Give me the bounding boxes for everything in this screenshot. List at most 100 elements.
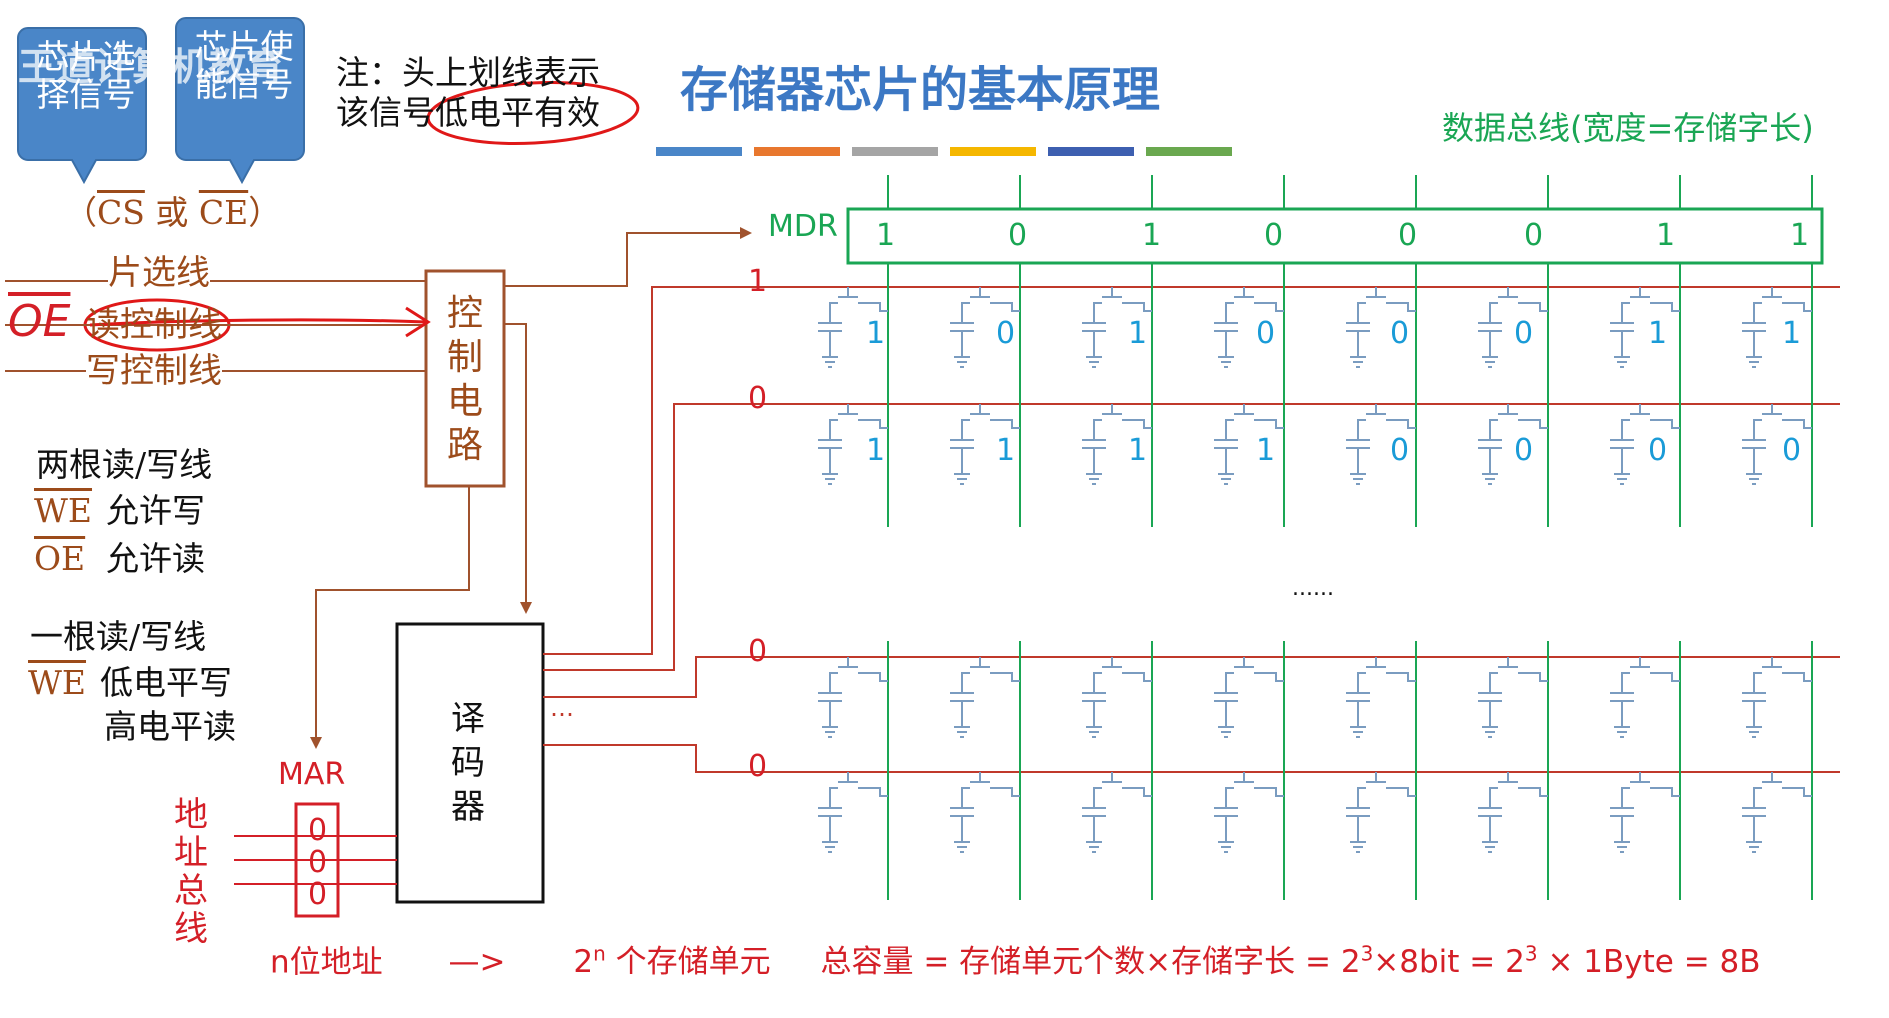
control-to-decoder-arrowhead — [520, 602, 532, 614]
cell-bit: 1 — [996, 433, 1016, 468]
formula-capacity: 总容量 = 存储单元个数×存储字长 = 23×8bit = 23 × 1Byte… — [821, 944, 1761, 980]
address-bus-char-1: 地 — [174, 795, 208, 835]
two-line-we-desc: 允许写 — [106, 491, 205, 530]
color-bar-segment — [754, 147, 840, 156]
memory-cell — [950, 772, 1020, 853]
formula-cells-base: 2 — [573, 944, 594, 981]
mar-bit-2: 0 — [308, 845, 328, 880]
color-bar-segment — [656, 147, 742, 156]
middle-ellipsis: ...... — [1292, 576, 1334, 601]
one-line-heading: 一根读/写线 — [30, 617, 207, 656]
mdr-box — [846, 207, 1824, 265]
formula-exp-1: 3 — [1360, 942, 1374, 966]
memory-cell — [1478, 287, 1548, 368]
one-line-low-desc: 低电平写 — [100, 663, 232, 702]
cell-bit: 0 — [1390, 433, 1410, 468]
decoder-char-2: 码 — [451, 743, 485, 783]
formula-exp-2: 3 — [1524, 942, 1538, 966]
one-line-we: WE — [28, 663, 87, 702]
one-line-high-desc: 高电平读 — [104, 707, 236, 746]
two-line-heading: 两根读/写线 — [36, 445, 213, 484]
control-circuit-char-4: 路 — [447, 425, 484, 466]
memory-cell — [818, 657, 888, 738]
mar-bit-1: 0 — [308, 813, 328, 848]
cell-bit: 1 — [1128, 316, 1148, 351]
formula-cap-prefix: 总容量 = 存储单元个数×存储字长 = 2 — [820, 944, 1361, 981]
decoder-box — [395, 622, 545, 904]
decoder-out-2 — [543, 403, 1840, 671]
cs-ce-open: （ — [64, 193, 97, 232]
memory-cell — [1082, 287, 1152, 368]
memory-cell — [818, 404, 888, 485]
formula-addr: n位地址 — [270, 944, 383, 981]
cs-signal: CS — [97, 193, 145, 232]
cs-ce-close: ） — [248, 193, 282, 232]
memory-cell — [1610, 404, 1680, 485]
control-circuit-char-1: 控 — [447, 293, 484, 334]
mar-label: MAR — [278, 757, 346, 792]
control-circuit-char-2: 制 — [447, 337, 484, 378]
control-circuit-char-3: 电 — [447, 381, 484, 422]
formula-cells-text: 个存储单元 — [605, 944, 771, 981]
memory-cell — [1082, 657, 1152, 738]
cell-bit: 0 — [1782, 433, 1802, 468]
memory-cell — [1610, 772, 1680, 853]
annotation-arrow-read — [89, 318, 427, 327]
memory-cell — [950, 404, 1020, 485]
memory-cell — [1214, 772, 1284, 853]
title-color-bar — [656, 147, 1232, 156]
memory-cell — [1346, 287, 1416, 368]
cell-bit: 0 — [1514, 316, 1534, 351]
data-bus-label: 数据总线(宽度=存储字长) — [1442, 109, 1814, 147]
two-line-we: WE — [34, 491, 93, 530]
memory-cell — [1610, 657, 1680, 738]
cell-bit: 0 — [996, 316, 1016, 351]
callout-chip-enable-bubble — [175, 17, 305, 185]
decoder-char-3: 器 — [451, 787, 485, 827]
cell-bit: 1 — [1256, 433, 1276, 468]
decoder-ellipsis: … — [550, 694, 574, 722]
memory-cell — [1214, 287, 1284, 368]
cell-bit: 0 — [1256, 316, 1276, 351]
cell-bit: 1 — [1782, 316, 1802, 351]
cell-bit: 1 — [1128, 433, 1148, 468]
cell-bit: 1 — [866, 433, 886, 468]
control-to-mar-arrowhead — [310, 737, 322, 749]
cell-bit: 1 — [866, 316, 886, 351]
mar-bit-3: 0 — [308, 877, 328, 912]
mdr-bit: 1 — [1656, 218, 1676, 253]
formula-mid: ×8bit = 2 — [1373, 944, 1525, 981]
mdr-bit: 0 — [1524, 218, 1544, 253]
address-bus-char-2: 址 — [174, 833, 208, 873]
address-bus-char-4: 线 — [174, 909, 208, 949]
color-bar-segment — [950, 147, 1036, 156]
memory-cell — [1214, 404, 1284, 485]
wordline-level: 0 — [748, 749, 768, 784]
read-control-label: 读控制线 — [86, 305, 222, 345]
write-control-label: 写控制线 — [86, 351, 222, 391]
cs-ce-or: 或 — [144, 193, 199, 232]
annotation-circle-low-level — [426, 81, 640, 145]
memory-cell — [1742, 657, 1812, 738]
decoder-out-1 — [543, 286, 1840, 655]
memory-grid — [818, 175, 1813, 900]
ce-signal: CE — [198, 193, 249, 232]
wordline-level: 0 — [748, 634, 768, 669]
page-title: 存储器芯片的基本原理 — [680, 62, 1161, 118]
callout-chip-select-bubble — [17, 27, 147, 185]
cs-ce-label: （CS 或 CE） — [64, 196, 281, 229]
color-bar-segment — [1146, 147, 1232, 156]
formula-cells-exp: n — [593, 942, 606, 966]
memory-cell — [1742, 287, 1812, 368]
control-to-decoder-line — [504, 323, 527, 610]
memory-cell — [1346, 404, 1416, 485]
formula-line: n位地址 —> 2n 个存储单元 总容量 = 存储单元个数×存储字长 = 23×… — [270, 944, 1761, 978]
cell-bit: 0 — [1648, 433, 1668, 468]
cell-bit: 1 — [1648, 316, 1668, 351]
memory-cell — [1346, 772, 1416, 853]
color-bar-segment — [1048, 147, 1134, 156]
memory-cell — [1214, 657, 1284, 738]
memory-cell — [1478, 772, 1548, 853]
cell-bit: 0 — [1390, 316, 1410, 351]
